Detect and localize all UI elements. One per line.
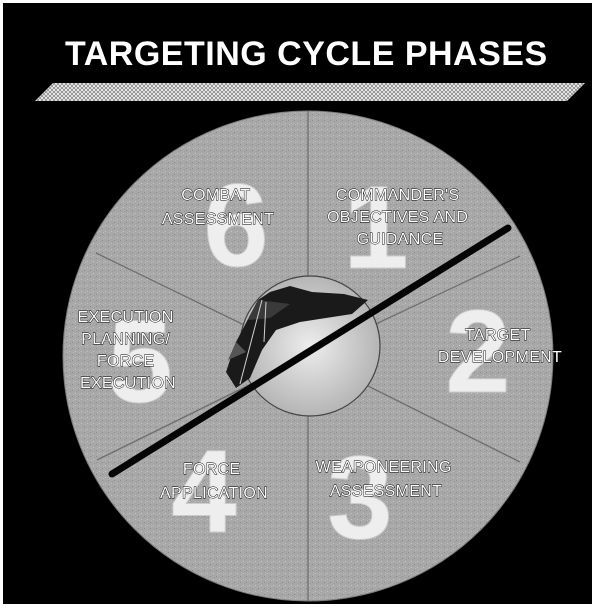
phase-1-numeral: 1 — [343, 162, 409, 294]
